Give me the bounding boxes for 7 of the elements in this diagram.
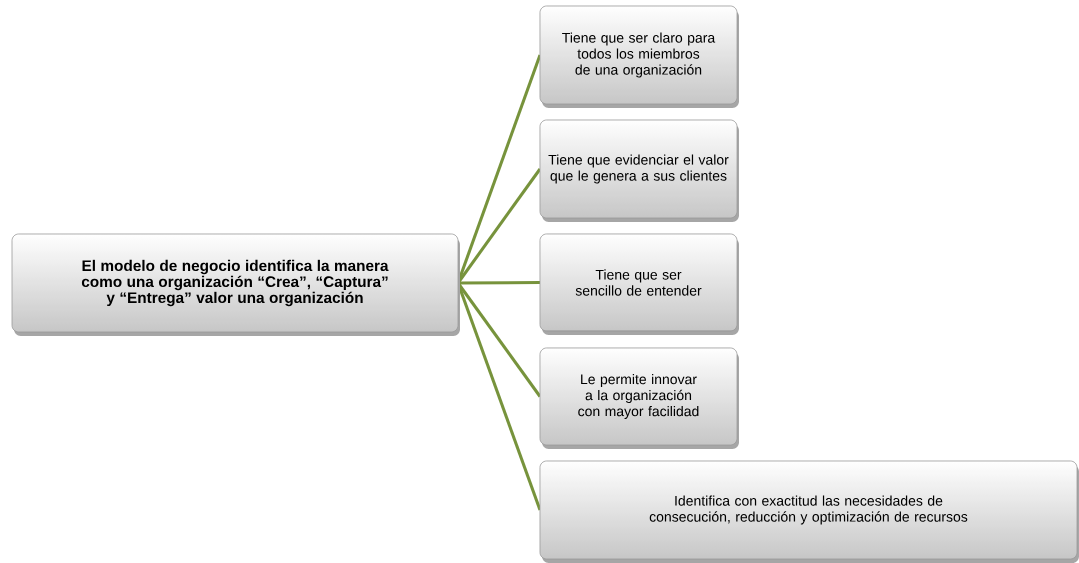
rounded-box: El modelo de negocio identifica la manera como una organización “Crea”, “Captura” y “Entrega” valor una organización — [11, 233, 460, 336]
connector-line — [458, 280, 540, 285]
rounded-box: Tiene que ser sencillo de entender — [539, 233, 739, 335]
rounded-box: Tiene que evidenciar el valor que le genera a sus clientes — [539, 119, 739, 222]
rounded-box: Tiene que ser claro para todos los miembros de una organización — [539, 5, 739, 108]
rounded-box: Identifica con exactitud las necesidades de consecución, reducción y optimización de recursos — [539, 460, 1079, 563]
rounded-box: Le permite innovar a la organización con mayor facilidad — [539, 347, 739, 449]
